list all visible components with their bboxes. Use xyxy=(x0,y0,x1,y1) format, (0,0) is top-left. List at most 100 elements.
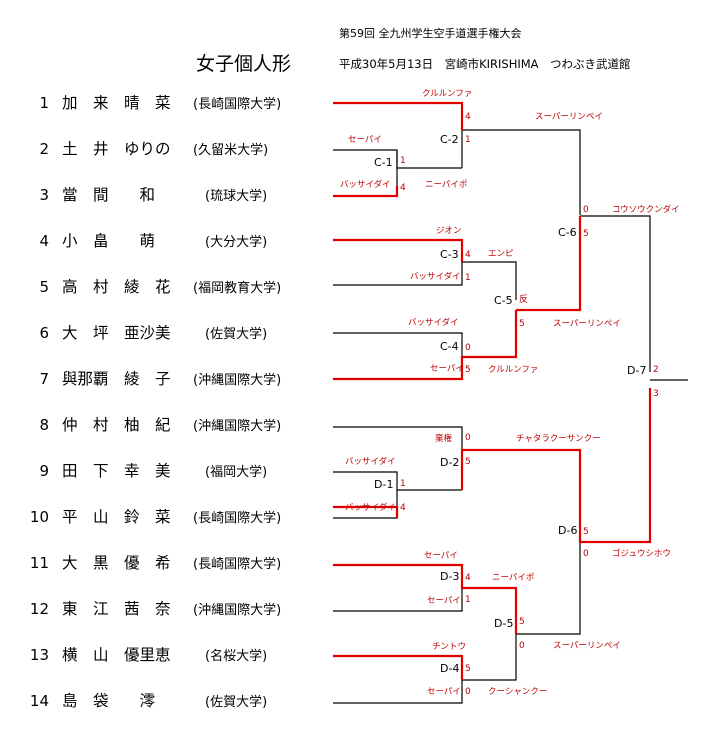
bracket-lines xyxy=(333,129,688,704)
player-school: (長崎国際大学) xyxy=(193,556,281,572)
score-bottom: 3 xyxy=(653,389,659,399)
player-name: 大 黒 優 希 xyxy=(62,554,171,572)
tournament-title: 第59回 全九州学生空手道選手権大会 xyxy=(339,26,522,40)
score-top: 0 xyxy=(583,205,589,215)
kata-name: ニーパイポ xyxy=(492,573,534,583)
player-school: (沖縄国際大学) xyxy=(193,418,281,434)
bracket-line xyxy=(333,471,462,491)
kata-name: バッサイダイ xyxy=(345,456,396,467)
scores: 1 4 4 1 4 1 0 5 反 5 0 5 1 4 0 5 4 1 5 0 … xyxy=(400,112,659,697)
winner-line xyxy=(333,101,464,130)
kata-names: セーパイ バッサイダイ クルルンファ ニーパイポ ジオン バッサイダイ バッサイ… xyxy=(340,89,680,697)
bracket-line xyxy=(333,262,463,286)
match-label: C-1 xyxy=(374,156,393,169)
player-name: 高 村 綾 花 xyxy=(62,278,171,296)
bracket-line xyxy=(462,129,581,215)
bracket-line xyxy=(333,680,463,704)
winner-line xyxy=(333,186,399,198)
score-bottom: 5 xyxy=(465,365,471,375)
kata-name: エンピ xyxy=(488,249,514,259)
player-name: 與那覇 綾 子 xyxy=(62,370,171,388)
score-bottom: 5 xyxy=(465,457,471,467)
date-venue: 平成30年5月13日 宮崎市KIRISHIMA つわぶき武道館 xyxy=(339,57,631,71)
match-label: C-2 xyxy=(440,133,459,146)
score-top: 0 xyxy=(465,343,471,353)
score-top: 4 xyxy=(465,573,471,583)
match-label: D-1 xyxy=(374,478,393,491)
match-label: C-3 xyxy=(440,248,459,261)
bracket-line xyxy=(462,261,517,300)
kata-name: セーパイ xyxy=(427,687,461,697)
player-number: 13 xyxy=(30,646,49,664)
player-number: 5 xyxy=(39,278,49,296)
player-name: 仲 村 柚 紀 xyxy=(62,416,171,434)
player-number: 11 xyxy=(30,554,49,572)
player-number: 3 xyxy=(39,186,49,204)
score-bottom: 0 xyxy=(519,641,525,651)
player-school: (佐賀大学) xyxy=(205,326,267,342)
winner-lines xyxy=(333,101,652,680)
bracket-line xyxy=(396,150,462,169)
player-name: 田 下 幸 美 xyxy=(62,462,171,480)
kata-name: バッサイダイ xyxy=(345,502,396,513)
player-school: (琉球大学) xyxy=(205,188,267,204)
kata-name: クーシャンクー xyxy=(488,687,547,697)
match-label: D-3 xyxy=(440,570,459,583)
match-label: D-5 xyxy=(494,617,513,630)
player-name: 當 間 和 xyxy=(62,186,155,204)
bracket-line xyxy=(462,634,517,681)
match-labels: C-1 C-2 C-3 C-4 C-5 C-6 D-1 D-2 D-3 D-4 … xyxy=(374,133,646,675)
score-top: 4 xyxy=(465,112,471,122)
match-label: C-5 xyxy=(494,294,513,307)
score-bottom: 5 xyxy=(519,319,525,329)
kata-name: スーパーリンペイ xyxy=(553,641,621,651)
winner-line xyxy=(516,216,582,312)
player-name: 加 来 晴 菜 xyxy=(62,94,171,112)
kata-name: スーパーリンペイ xyxy=(535,112,603,122)
score-bottom: 1 xyxy=(465,273,471,283)
player-number: 14 xyxy=(30,692,49,710)
score-top: 反 xyxy=(519,294,528,305)
player-number: 8 xyxy=(39,416,49,434)
kata-name: ゴジュウシホウ xyxy=(612,548,671,559)
kata-name: バッサイダイ xyxy=(340,179,391,190)
bracket-line xyxy=(516,542,581,635)
kata-name: コウソウクンダイ xyxy=(612,204,680,215)
player-school: (長崎国際大学) xyxy=(193,96,281,112)
player-school: (福岡大学) xyxy=(205,464,267,480)
kata-name: スーパーリンペイ xyxy=(553,319,621,329)
score-top: 5 xyxy=(583,527,589,537)
winner-line xyxy=(333,238,464,262)
player-number: 10 xyxy=(30,508,49,526)
player-school: (名桜大学) xyxy=(205,648,267,664)
kata-name: セーパイ xyxy=(348,135,382,145)
match-label: D-7 xyxy=(627,364,646,377)
player-name: 大 坪 亜沙美 xyxy=(62,324,171,342)
score-bottom: 4 xyxy=(400,183,406,193)
kata-name: クルルンファ xyxy=(488,365,538,375)
player-school: (沖縄国際大学) xyxy=(193,602,281,618)
kata-name: セーパイ xyxy=(427,596,461,606)
match-label: C-6 xyxy=(558,226,577,239)
score-bottom: 5 xyxy=(583,229,589,239)
score-top: 5 xyxy=(465,664,471,674)
score-top: 2 xyxy=(653,365,659,375)
player-number: 1 xyxy=(39,94,49,112)
player-school: (久留米大学) xyxy=(193,142,268,158)
score-bottom: 1 xyxy=(465,135,471,145)
score-bottom: 4 xyxy=(400,503,406,513)
player-name: 横 山 優里恵 xyxy=(62,646,171,664)
player-school: (沖縄国際大学) xyxy=(193,372,281,388)
winner-line xyxy=(460,388,652,544)
player-number: 6 xyxy=(39,324,49,342)
player-school: (長崎国際大学) xyxy=(193,510,281,526)
kata-name: クルルンファ xyxy=(422,89,472,99)
event-name: 女子個人形 xyxy=(196,53,291,75)
player-name: 土 井 ゆりの xyxy=(62,140,171,158)
bracket-line xyxy=(333,332,463,357)
winner-line xyxy=(333,563,518,634)
kata-name: 棄権 xyxy=(435,433,453,444)
winner-line xyxy=(333,310,518,381)
